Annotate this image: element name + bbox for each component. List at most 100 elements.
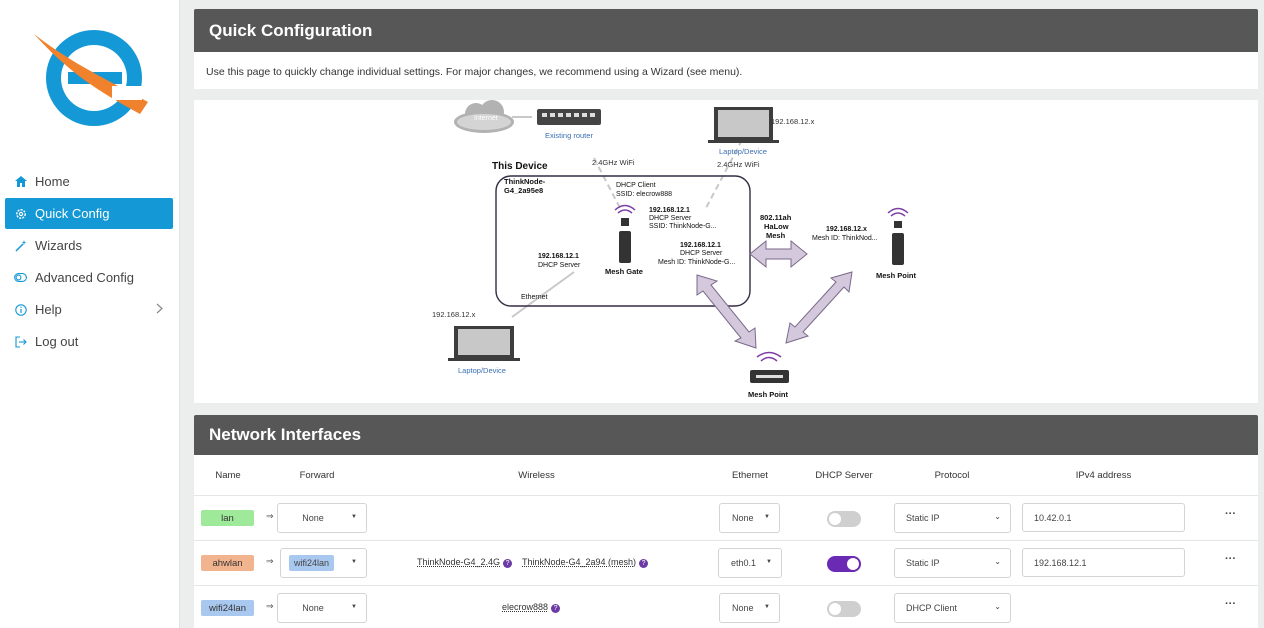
wireless-network-link[interactable]: ThinkNode-G4_2a94 (mesh)? xyxy=(522,557,649,568)
sidebar-item-wizards[interactable]: Wizards xyxy=(5,230,173,261)
mesh-arrow-left xyxy=(696,274,757,349)
mesh-gate-icon xyxy=(619,218,631,263)
lan-ip: 192.168.12.1 xyxy=(538,253,579,260)
network-diagram: Internet Existing router 192.168.12.x La… xyxy=(194,100,1258,403)
protocol-select[interactable]: Static IP ⌄ xyxy=(894,548,1011,578)
help-icon[interactable]: ? xyxy=(503,559,513,568)
halow-label-1: 802.11ah xyxy=(760,213,792,222)
internet-label: Internet xyxy=(474,115,498,122)
ethernet-label: Ethernet xyxy=(521,294,548,301)
column-header-ipv4: IPv4 address xyxy=(1075,469,1132,481)
wireless-network-link[interactable]: elecrow888? xyxy=(502,602,561,613)
caret-down-icon: ▼ xyxy=(766,559,772,565)
ethernet-select[interactable]: None ▼ xyxy=(719,503,780,533)
section-title: Network Interfaces xyxy=(209,425,362,444)
lan-dhcp: DHCP Server xyxy=(538,262,581,269)
info-icon xyxy=(14,303,27,316)
cloud-icon xyxy=(454,100,514,133)
toggle-knob xyxy=(829,603,841,615)
this-device-label: This Device xyxy=(492,161,548,172)
laptop-bottom-ip: 192.168.12.x xyxy=(432,310,476,319)
quick-config-header: Quick Configuration xyxy=(194,9,1258,52)
row-menu-icon[interactable]: ··· xyxy=(1225,598,1236,610)
help-icon[interactable]: ? xyxy=(639,559,649,568)
wireless-ssid: ThinkNode-G4_2.4G xyxy=(417,557,501,567)
mesh-point-right-label: Mesh Point xyxy=(876,271,917,280)
wifi-signal-icon xyxy=(756,351,782,362)
caret-down-icon: ▼ xyxy=(764,604,770,610)
forward-select[interactable]: None ▼ xyxy=(277,593,367,623)
network-interfaces-header: Network Interfaces xyxy=(194,415,1258,455)
column-header-wireless: Wireless xyxy=(518,469,555,481)
laptop-bottom-label: Laptop/Device xyxy=(458,366,506,375)
sidebar-item-label: Home xyxy=(35,174,70,189)
forward-select-value: None xyxy=(302,513,324,523)
ap-dhcp: DHCP Server xyxy=(649,215,692,222)
network-interfaces-table: Name Forward Wireless Ethernet DHCP Serv… xyxy=(194,455,1258,628)
wireless-network-link[interactable]: ThinkNode-G4_2.4G? xyxy=(417,557,513,568)
wifi-signal-icon xyxy=(887,207,909,217)
table-row: lan ⇒ None ▼ None ▼ Static IP ⌄ 10.42.0.… xyxy=(194,495,1258,539)
column-header-name: Name xyxy=(215,469,241,481)
halow-label-3: Mesh xyxy=(766,231,786,240)
table-row: wifi24lan ⇒ None ▼ elecrow888? None ▼ DH… xyxy=(194,585,1258,628)
link-line xyxy=(511,271,575,318)
forward-select[interactable]: None ▼ xyxy=(277,503,367,533)
wireless-ssid: elecrow888 xyxy=(502,602,549,612)
wifi-signal-icon xyxy=(614,204,636,214)
magic-wand-icon xyxy=(14,239,27,252)
protocol-select[interactable]: DHCP Client ⌄ xyxy=(894,593,1011,623)
router-icon xyxy=(537,109,601,125)
interface-name-badge: lan xyxy=(201,510,254,526)
dhcp-server-toggle[interactable] xyxy=(827,511,861,527)
sidebar-item-label: Advanced Config xyxy=(35,270,135,285)
mesh-gate-label: Mesh Gate xyxy=(605,267,643,276)
dhcp-server-toggle[interactable] xyxy=(827,601,861,617)
ethernet-select-value: eth0.1 xyxy=(731,558,757,568)
mesh-point-bottom-icon xyxy=(750,370,789,383)
forward-select-value: None xyxy=(302,603,324,613)
toggle-icon xyxy=(14,271,27,284)
ethernet-select-value: None xyxy=(732,603,754,613)
mesh-point-right-id: Mesh ID: ThinkNod... xyxy=(812,235,878,242)
halow-arrow xyxy=(749,239,808,269)
sidebar-item-quick-config[interactable]: Quick Config xyxy=(5,198,173,229)
wireless-ssid: ThinkNode-G4_2a94 (mesh) xyxy=(522,557,637,567)
ipv4-input[interactable]: 10.42.0.1 xyxy=(1022,503,1185,532)
dhcp-server-toggle[interactable] xyxy=(827,556,861,572)
chevron-right-icon xyxy=(156,302,163,317)
mesh-dhcp: DHCP Server xyxy=(680,250,723,257)
protocol-select[interactable]: Static IP ⌄ xyxy=(894,503,1011,533)
ethernet-select-value: None xyxy=(732,513,754,523)
column-header-protocol: Protocol xyxy=(934,469,970,481)
sidebar-item-label: Quick Config xyxy=(35,206,110,221)
laptop-icon xyxy=(708,107,779,143)
halow-label-2: HaLow xyxy=(764,222,789,231)
caret-down-icon: ▼ xyxy=(764,514,770,520)
this-device-box xyxy=(495,175,751,307)
table-row: ahwlan ⇒ wifi24lan ▼ ThinkNode-G4_2.4G? … xyxy=(194,540,1258,584)
sidebar-item-label: Wizards xyxy=(35,238,82,253)
sidebar-item-home[interactable]: Home xyxy=(5,166,173,197)
forward-select[interactable]: wifi24lan ▼ xyxy=(280,548,367,578)
device-name-line1: ThinkNode- xyxy=(504,177,546,186)
sidebar-item-advanced-config[interactable]: Advanced Config xyxy=(5,262,173,293)
help-icon[interactable]: ? xyxy=(551,604,561,613)
router-label: Existing router xyxy=(545,131,593,140)
ethernet-select[interactable]: eth0.1 ▼ xyxy=(718,548,782,578)
mesh-point-right-icon xyxy=(892,221,904,265)
forward-arrow: ⇒ xyxy=(266,556,274,566)
chevron-down-icon: ⌄ xyxy=(994,512,1001,521)
sidebar: Home Quick Config Wizards Advanced Confi… xyxy=(0,0,180,628)
row-menu-icon[interactable]: ··· xyxy=(1225,508,1236,520)
caret-down-icon: ▼ xyxy=(351,514,357,520)
row-menu-icon[interactable]: ··· xyxy=(1225,553,1236,565)
mesh-id: Mesh ID: ThinkNode-G... xyxy=(658,259,735,266)
interface-name-badge: wifi24lan xyxy=(201,600,254,616)
chevron-down-icon: ⌄ xyxy=(994,557,1001,566)
ipv4-input[interactable]: 192.168.12.1 xyxy=(1022,548,1185,577)
ethernet-select[interactable]: None ▼ xyxy=(719,593,780,623)
logout-icon xyxy=(14,335,27,348)
sidebar-item-logout[interactable]: Log out xyxy=(5,326,173,357)
sidebar-item-help[interactable]: Help xyxy=(5,294,173,325)
